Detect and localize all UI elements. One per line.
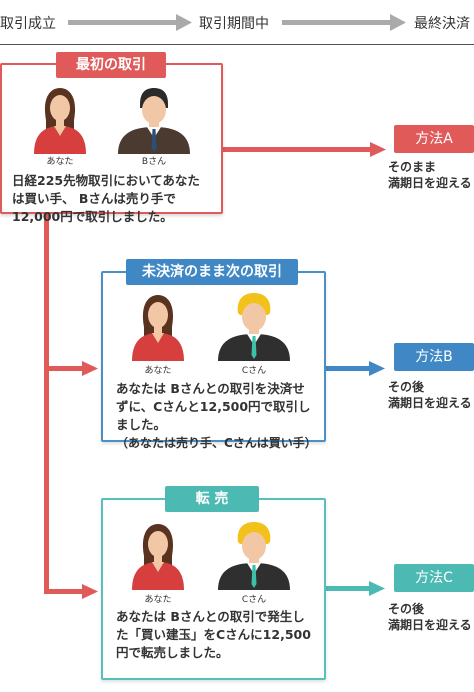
second-text-line: ずに、Cさんと12,500円で取引し (116, 399, 311, 414)
third-trade-tag: 転 売 (165, 486, 259, 512)
second-text-line: ました。 (116, 417, 167, 432)
second-person-b-label: Cさん (241, 366, 267, 376)
third-person-a-label: あなた (144, 595, 172, 605)
branch-arrow-second (44, 361, 98, 376)
woman-avatar (132, 524, 184, 590)
second-person-a-label: あなた (144, 366, 172, 376)
first-text-line: は買い手、 Bさんは売り手で (12, 191, 176, 206)
stage-trade-established: 取引成立 (0, 16, 56, 32)
second-trade-description: あなたは Bさんとの取引を決済せ ずに、Cさんと12,500円で取引し ました。… (116, 380, 322, 452)
method-c-line: その後 (388, 602, 425, 616)
first-person-b-label: Bさん (141, 157, 167, 167)
second-trade-tag: 未決済のまま次の取引 (126, 259, 298, 285)
third-text-line: た「買い建玉」をCさんに12,500 (116, 627, 311, 642)
first-person-a-label: あなた (46, 157, 74, 167)
stage-during-trade: 取引期間中 (199, 16, 269, 32)
method-a-badge: 方法A (394, 125, 474, 153)
method-a-line: 満期日を迎える (388, 176, 472, 190)
man-c-avatar (218, 522, 290, 590)
header-divider (0, 44, 474, 45)
branch-arrow-third (44, 584, 98, 599)
method-b-line: その後 (388, 380, 425, 394)
first-trade-description: 日経225先物取引においてあなた は買い手、 Bさんは売り手で 12,000円で… (12, 172, 217, 226)
man-b-avatar (118, 88, 190, 154)
method-b-badge: 方法B (394, 343, 474, 371)
first-text-line: 12,000円で取引しました。 (12, 209, 173, 224)
third-person-b-label: Cさん (241, 595, 267, 605)
first-text-line: 日経225先物取引においてあなた (12, 173, 200, 188)
arrow-to-method-c (323, 581, 385, 596)
third-text-line: あなたは Bさんとの取引で発生し (116, 609, 305, 624)
stage-final-settlement: 最終決済 (414, 16, 470, 32)
method-c-badge: 方法C (394, 564, 474, 592)
woman-avatar (132, 295, 184, 361)
method-c-description: その後 満期日を迎える (388, 601, 472, 633)
woman-avatar (34, 88, 86, 154)
arrow-to-method-a (222, 142, 386, 157)
method-a-description: そのまま 満期日を迎える (388, 159, 472, 191)
header-arrow-2 (282, 14, 406, 31)
first-trade-tag: 最初の取引 (56, 52, 166, 78)
method-b-description: その後 満期日を迎える (388, 379, 472, 411)
second-text-line: （あなたは売り手、Cさんは買い手） (116, 436, 317, 450)
third-trade-description: あなたは Bさんとの取引で発生し た「買い建玉」をCさんに12,500 円で転売… (116, 608, 322, 662)
header-arrow-1 (68, 14, 192, 31)
second-text-line: あなたは Bさんとの取引を決済せ (116, 381, 305, 396)
man-c-avatar (218, 293, 290, 361)
third-text-line: 円で転売しました。 (116, 645, 229, 660)
arrow-to-method-b (323, 361, 385, 376)
trunk-line (44, 212, 49, 594)
method-b-line: 満期日を迎える (388, 396, 472, 410)
method-a-line: そのまま (388, 160, 437, 174)
method-c-line: 満期日を迎える (388, 618, 472, 632)
